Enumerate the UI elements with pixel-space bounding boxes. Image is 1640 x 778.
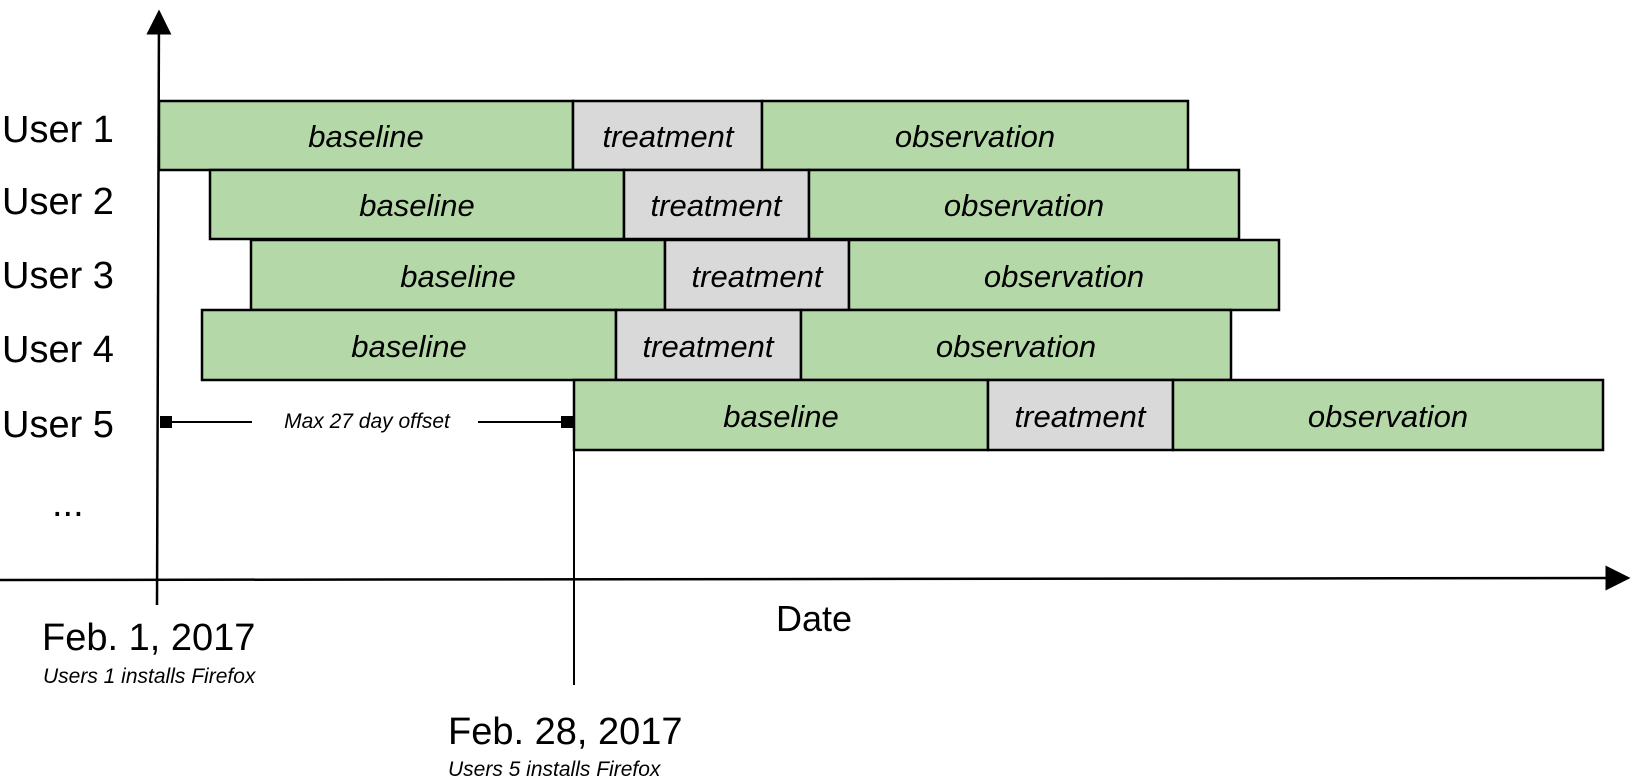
user-4-treatment-bar (614, 308, 803, 382)
user-2-baseline-bar (208, 168, 626, 241)
user-1-baseline-label: baseline (308, 119, 423, 154)
user-1-row: baseline treatment observation (157, 99, 1190, 172)
user-5-treatment-bar (986, 378, 1175, 452)
user-4-baseline-label: baseline (351, 329, 466, 364)
user-3-label: User 3 (2, 255, 114, 297)
user-1-treatment-label: treatment (603, 119, 735, 154)
start-date-note: Users 1 installs Firefox (43, 665, 257, 688)
user-5-label: User 5 (2, 404, 114, 446)
user-4-row: baseline treatment observation (200, 308, 1233, 382)
offset-dimension: Max 27 day offset (160, 410, 573, 433)
end-date-label: Feb. 28, 2017 (448, 711, 683, 753)
user-2-treatment-label: treatment (651, 188, 783, 223)
user-5-observation-label: observation (1308, 399, 1468, 434)
offset-end-marker (561, 416, 573, 428)
user-2-label: User 2 (2, 181, 114, 223)
user-5-row: baseline treatment observation (572, 378, 1605, 452)
user-2-observation-bar (807, 168, 1241, 241)
user-1-label: User 1 (2, 109, 114, 151)
end-date-note: Users 5 installs Firefox (448, 758, 662, 778)
user-5-baseline-label: baseline (723, 399, 838, 434)
user-1-baseline-bar (157, 99, 575, 172)
user-4-label: User 4 (2, 329, 114, 371)
user-2-row: baseline treatment observation (208, 168, 1241, 241)
user-4-baseline-bar (200, 308, 618, 382)
user-5-observation-bar (1171, 378, 1605, 452)
x-axis (0, 565, 1631, 591)
user-3-row: baseline treatment observation (249, 238, 1281, 312)
user-4-observation-bar (799, 308, 1233, 382)
user-3-baseline-bar (249, 238, 667, 312)
offset-start-marker (160, 416, 172, 428)
user-1-observation-bar (760, 99, 1190, 172)
user-3-treatment-label: treatment (692, 259, 824, 294)
user-4-treatment-label: treatment (643, 329, 775, 364)
start-date-label: Feb. 1, 2017 (42, 617, 255, 659)
user-4-observation-label: observation (936, 329, 1096, 364)
offset-label: Max 27 day offset (284, 410, 451, 433)
user-3-observation-label: observation (984, 259, 1144, 294)
user-3-baseline-label: baseline (400, 259, 515, 294)
user-1-treatment-bar (571, 99, 764, 172)
user-1-observation-label: observation (895, 119, 1055, 154)
x-axis-title: Date (776, 598, 852, 639)
user-5-treatment-label: treatment (1015, 399, 1147, 434)
more-users-ellipsis: ... (52, 483, 84, 525)
user-2-baseline-label: baseline (359, 188, 474, 223)
user-2-observation-label: observation (944, 188, 1104, 223)
